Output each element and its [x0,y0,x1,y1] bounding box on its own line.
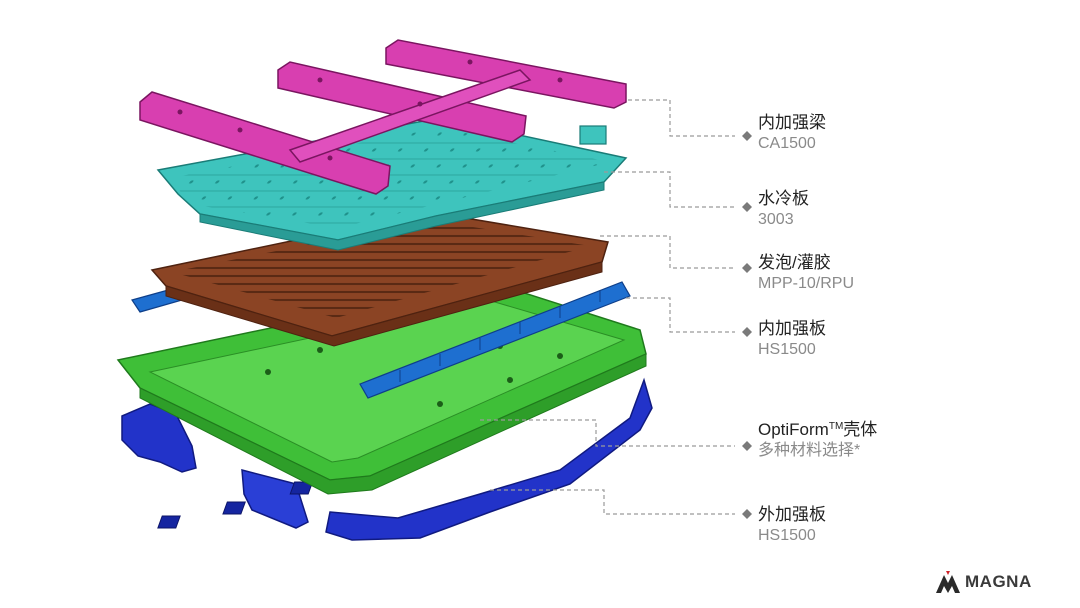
label-housing: OptiFormTM壳体 多种材料选择* [758,416,877,461]
trademark-sup: TM [828,421,844,432]
leader-line-housing [480,419,735,447]
housing-title-suffix: 壳体 [843,420,878,439]
component-material: CA1500 [758,135,816,152]
diamond-marker [742,263,752,273]
label-inner-beam: 内加强梁 CA1500 [758,112,826,154]
component-material: HS1500 [758,527,816,544]
outer-reinforcement-plate [121,377,653,541]
diamond-marker [742,131,752,141]
component-title: 内加强板 [758,319,826,338]
label-foam-glue: 发泡/灌胶 MPP-10/RPU [758,252,854,294]
leader-line-inner-beam [628,99,735,137]
leader-line-cooling-plate [604,171,735,208]
component-title: 外加强板 [758,505,826,524]
leader-line-inner-plate [626,297,735,333]
component-material: HS1500 [758,341,816,358]
diamond-marker [742,441,752,451]
leader-line-outer-plate [490,489,735,515]
component-material: 3003 [758,211,794,228]
component-material: 多种材料选择* [758,442,861,459]
diamond-marker [742,202,752,212]
component-title: OptiFormTM壳体 [758,416,877,441]
diamond-marker [742,327,752,337]
component-title: 内加强梁 [758,113,826,132]
leader-lines [480,99,735,515]
component-material: MPP-10/RPU [758,275,855,292]
leader-line-foam [600,235,735,269]
diamond-marker [742,509,752,519]
label-outer-plate: 外加强板 HS1500 [758,504,826,546]
housing-title-brand: OptiForm [758,420,829,439]
brand-logo: MAGNA [936,570,1032,594]
label-inner-plate: 内加强板 HS1500 [758,318,826,360]
inner-reinforcement-beam [139,39,627,195]
component-title: 发泡/灌胶 [758,253,831,272]
leader-diamonds [742,131,752,519]
magna-logo-icon [936,571,960,593]
brand-name: MAGNA [965,572,1032,591]
label-cooling-plate: 水冷板 3003 [758,188,809,230]
component-title: 水冷板 [758,189,809,208]
